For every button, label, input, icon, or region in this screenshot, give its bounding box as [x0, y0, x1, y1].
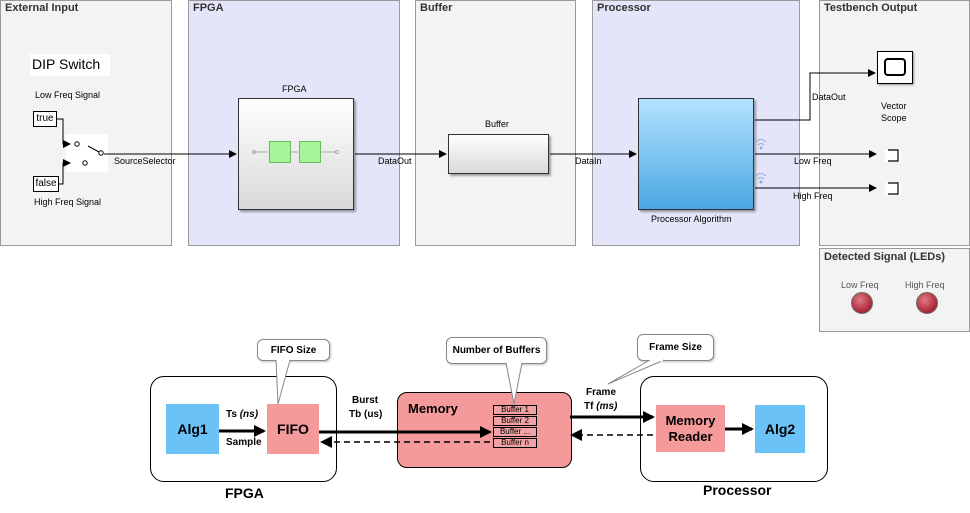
- ts-unit: (ns): [239, 409, 259, 420]
- outport-icon-high: [888, 182, 899, 195]
- buffer-row: Buffer 1: [493, 405, 537, 415]
- fpga-inner-block-2: [299, 141, 321, 163]
- const-false-block[interactable]: false: [33, 176, 59, 192]
- fpga-inner-block-1: [269, 141, 291, 163]
- signal-icons: [755, 139, 767, 184]
- ts-label: Ts (ns): [226, 409, 258, 420]
- processor-dataout-label: DataOut: [812, 92, 846, 102]
- area-title-testbench-output: Testbench Output: [824, 2, 918, 14]
- alg2-block: Alg2: [755, 405, 805, 453]
- area-detected-signal: Detected Signal (LEDs): [819, 248, 970, 332]
- fpga-inner-wiring: [252, 150, 339, 154]
- ts-text: Ts: [226, 409, 237, 420]
- buffer-subsystem-block[interactable]: [448, 134, 549, 174]
- tb-label: Tb (us): [349, 409, 383, 420]
- buffer-stack: Buffer 1 Buffer 2 Buffer ... Buffer n: [493, 405, 537, 450]
- led-high-label: High Freq: [905, 280, 945, 290]
- fifo-size-callout-tail: [275, 359, 291, 405]
- buffer-row: Buffer n: [493, 438, 537, 448]
- frame-label: Frame: [586, 387, 617, 398]
- burst-label: Burst: [352, 395, 379, 406]
- outport-icon-low: [888, 149, 899, 162]
- fpga-block-title: FPGA: [282, 84, 307, 94]
- number-of-buffers-callout: Number of Buffers: [446, 337, 547, 364]
- led-low-label: Low Freq: [841, 280, 879, 290]
- vector-scope-label-line2: Scope: [881, 113, 907, 123]
- dip-switch-annotation: DIP Switch: [30, 54, 110, 76]
- fpga-dataout-label: DataOut: [378, 156, 412, 166]
- buffer-block-title: Buffer: [485, 119, 509, 129]
- wire-proc-to-scope: [755, 69, 876, 121]
- memory-label: Memory: [408, 401, 458, 416]
- memory-reader-line1: Memory: [665, 412, 716, 428]
- tf-text: Tf: [584, 401, 594, 412]
- dip-switch-label: DIP Switch: [32, 56, 101, 72]
- frame-size-callout: Frame Size: [637, 334, 714, 361]
- const-true-block[interactable]: true: [33, 111, 57, 127]
- fpga-subsystem-block[interactable]: [238, 98, 354, 210]
- area-title-buffer: Buffer: [420, 2, 453, 14]
- fpga-caption: FPGA: [225, 485, 264, 501]
- processor-caption: Processor: [703, 482, 772, 498]
- area-external-input: External Input: [0, 0, 172, 246]
- high-freq-outport[interactable]: [885, 183, 901, 195]
- tf-unit: (ms): [596, 401, 618, 412]
- fifo-block: FIFO: [267, 404, 319, 454]
- area-title-external-input: External Input: [5, 2, 79, 14]
- memory-reader-line2: Reader: [668, 428, 713, 444]
- buffers-callout-tail: [505, 362, 523, 405]
- low-freq-outport[interactable]: [885, 150, 901, 162]
- led-high-freq[interactable]: [916, 292, 938, 314]
- area-testbench-output: Testbench Output: [819, 0, 970, 246]
- high-freq-signal-label: High Freq Signal: [34, 197, 102, 207]
- buffer-row: Buffer ...: [493, 427, 537, 437]
- alg1-block: Alg1: [166, 404, 219, 454]
- buffer-row: Buffer 2: [493, 416, 537, 426]
- low-freq-signal-label: Low Freq Signal: [35, 90, 101, 100]
- processor-algorithm-block[interactable]: [638, 98, 754, 210]
- buffer-datain-label: DataIn: [575, 156, 602, 166]
- processor-algorithm-label: Processor Algorithm: [651, 214, 732, 224]
- switch-icon: [74, 141, 104, 166]
- vector-scope-label-line1: Vector: [881, 101, 907, 111]
- fifo-size-callout: FIFO Size: [257, 339, 330, 361]
- source-selector-label: SourceSelector: [114, 156, 176, 166]
- high-freq-out-label: High Freq: [793, 191, 833, 201]
- tf-label: Tf (ms): [584, 401, 617, 412]
- frame-size-callout-tail: [607, 359, 665, 385]
- area-title-fpga: FPGA: [193, 2, 224, 14]
- led-low-freq[interactable]: [851, 292, 873, 314]
- wire-true: [57, 118, 71, 148]
- area-title-processor: Processor: [597, 2, 651, 14]
- wire-false: [59, 159, 71, 185]
- area-buffer: Buffer: [415, 0, 576, 246]
- scope-icon: [884, 58, 906, 76]
- memory-reader-block: Memory Reader: [656, 405, 725, 452]
- low-freq-out-label: Low Freq: [794, 156, 832, 166]
- area-title-detected-signal: Detected Signal (LEDs): [824, 251, 946, 263]
- sample-label: Sample: [226, 437, 262, 448]
- vector-scope-block[interactable]: [877, 51, 913, 84]
